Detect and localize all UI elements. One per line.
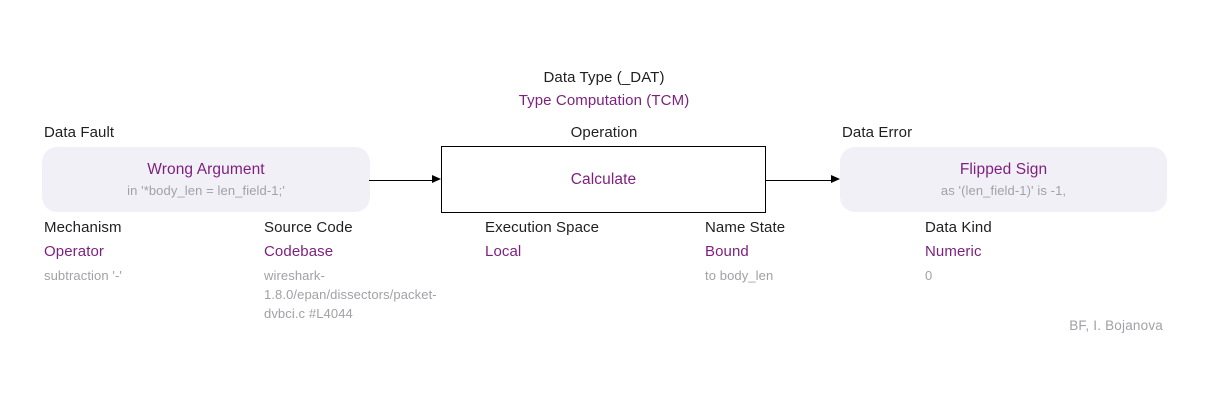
attribute-detail: wireshark-1.8.0/epan/dissectors/packet-d… xyxy=(264,268,437,321)
attribute-execution-space: Execution Space Local xyxy=(485,219,690,266)
attribute-value: Bound xyxy=(705,243,749,260)
data-fault-box: Wrong Argument in '*body_len = len_field… xyxy=(42,147,370,212)
attribute-data-kind: Data Kind Numeric 0 xyxy=(925,219,1130,285)
diagram-header: Data Type (_DAT) Type Computation (TCM) xyxy=(441,69,767,109)
operation-box: Calculate xyxy=(441,146,766,213)
attribute-source-code: Source Code Codebase wireshark-1.8.0/epa… xyxy=(264,219,469,323)
attribute-name-state: Name State Bound to body_len xyxy=(705,219,910,285)
attribute-value: Numeric xyxy=(925,243,982,260)
attribute-detail: to body_len xyxy=(705,268,774,283)
bug-type-title: Type Computation (TCM) xyxy=(518,92,690,109)
data-error-label: Data Error xyxy=(842,124,913,141)
fault-to-operation-arrow xyxy=(369,175,441,184)
attribute-name: Mechanism xyxy=(44,219,122,236)
operation-to-error-arrow xyxy=(766,175,840,184)
attribute-name: Data Kind xyxy=(925,219,992,236)
arrowhead-right-icon xyxy=(831,175,840,184)
data-fault-title: Wrong Argument xyxy=(147,161,265,178)
attribute-detail: 0 xyxy=(925,268,933,283)
arrowhead-right-icon xyxy=(432,175,441,184)
attribute-name: Execution Space xyxy=(485,219,600,236)
data-error-detail: as '(len_field-1)' is -1, xyxy=(940,183,1067,198)
attribute-value: Local xyxy=(485,243,522,260)
attribute-name: Source Code xyxy=(264,219,353,236)
bug-class-title: Data Type (_DAT) xyxy=(543,69,665,86)
attribute-detail: subtraction '-' xyxy=(44,268,122,283)
attribute-value: Codebase xyxy=(264,243,334,260)
attribute-name: Name State xyxy=(705,219,786,236)
data-fault-detail: in '*body_len = len_field-1;' xyxy=(127,183,285,198)
data-fault-label: Data Fault xyxy=(44,124,115,141)
data-error-box: Flipped Sign as '(len_field-1)' is -1, xyxy=(840,147,1167,212)
attribution-text: BF, I. Bojanova xyxy=(1069,318,1163,333)
attribute-mechanism: Mechanism Operator subtraction '-' xyxy=(44,219,249,285)
attribute-value: Operator xyxy=(44,243,104,260)
operation-label: Operation xyxy=(570,124,638,141)
operation-title: Calculate xyxy=(570,170,637,188)
data-error-title: Flipped Sign xyxy=(959,161,1048,178)
